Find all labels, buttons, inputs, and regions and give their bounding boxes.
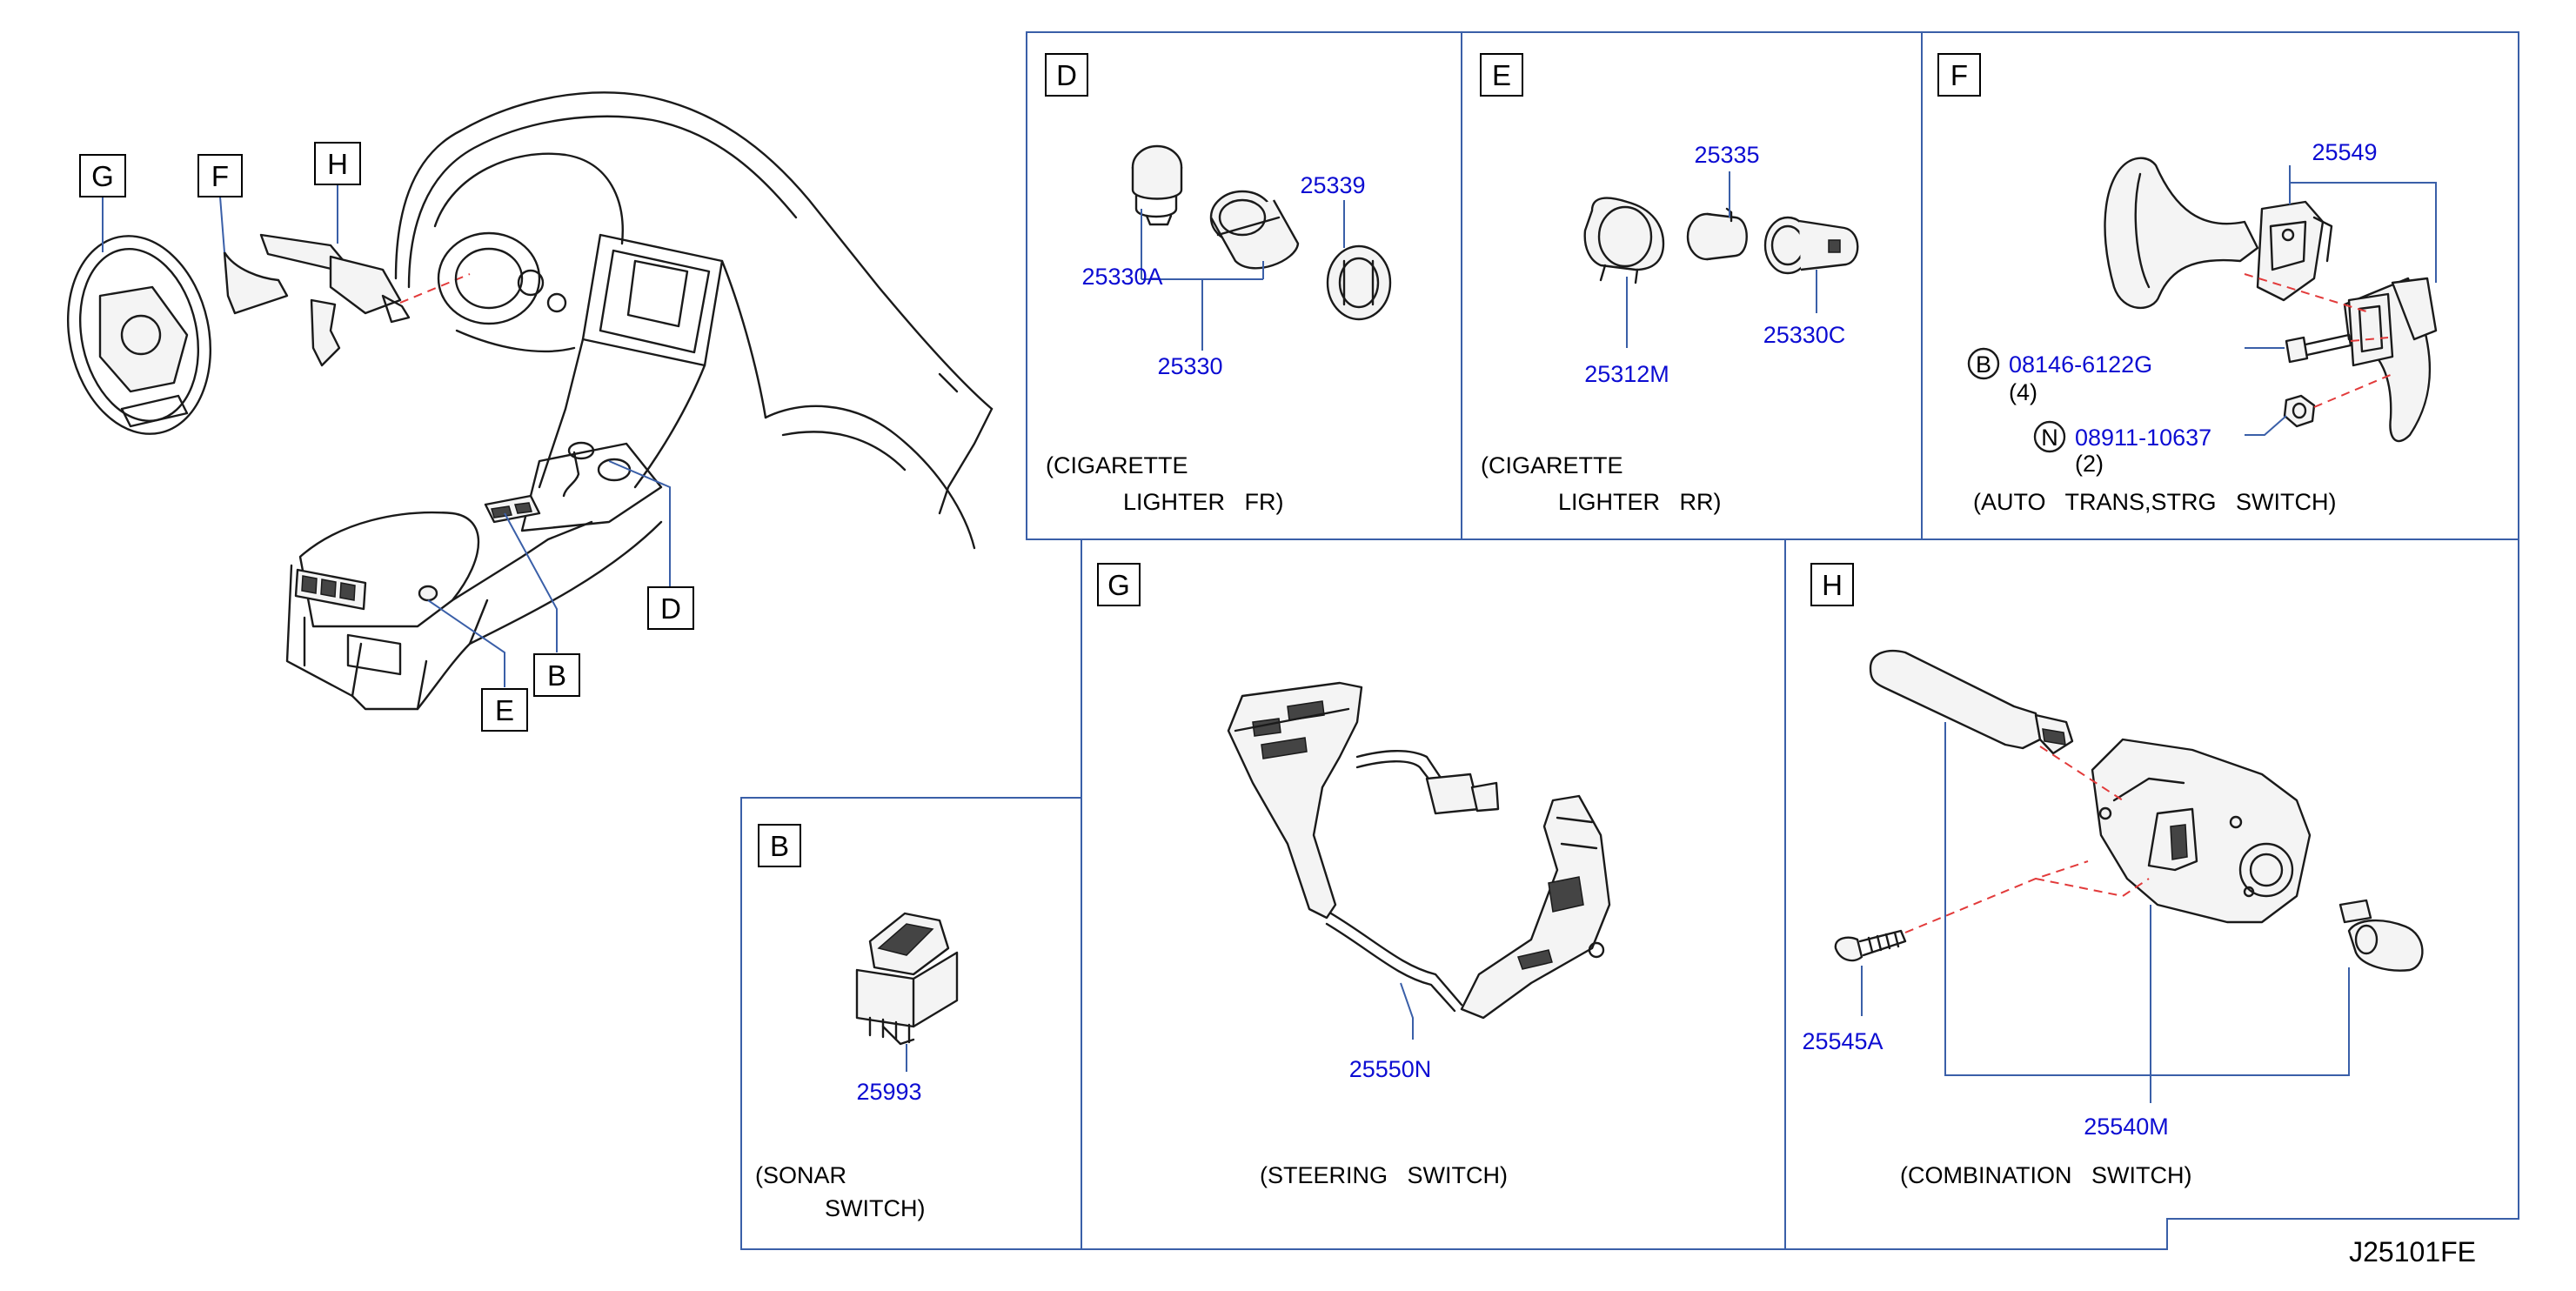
left-paddle-drawing	[2104, 157, 2259, 309]
nut-drawing	[2283, 394, 2316, 428]
callout-h-label: H	[327, 148, 348, 180]
part-25312m: 25312M	[1584, 361, 1669, 387]
lighter-ring-drawing	[1326, 244, 1392, 321]
part-08911-10637: 08911-10637	[2075, 425, 2211, 451]
panel-f-letter-box	[1937, 53, 1981, 97]
rear-lighter-housing-drawing	[1583, 197, 1665, 284]
panel-h-combination-switch: H	[1802, 563, 2424, 1188]
panel-g-letter: G	[1107, 569, 1130, 601]
panel-b-sonar-switch: B 25993 (SONAR SWITCH)	[755, 824, 959, 1221]
part-25540m: 25540M	[2084, 1114, 2169, 1140]
nut-symbol: N	[2041, 425, 2058, 451]
panel-b-letter: B	[770, 830, 789, 862]
lighter-knob-drawing	[1131, 144, 1183, 226]
panel-g-letter-box	[1097, 563, 1141, 606]
panel-e-letter: E	[1492, 59, 1511, 91]
panel-f-letter: F	[1950, 59, 1968, 91]
overview-callouts: G F H D B E	[79, 142, 694, 732]
callout-g-label: G	[91, 160, 114, 192]
panel-d-letter-box	[1045, 53, 1088, 97]
bolt-drawing	[2285, 333, 2352, 364]
callout-b-label: B	[547, 659, 566, 692]
steering-wheel-drawing	[66, 235, 212, 435]
panel-f-caption: (AUTO TRANS,STRG SWITCH)	[1973, 489, 2337, 515]
callout-g-box	[79, 154, 126, 197]
sonar-switch-drawing	[855, 912, 959, 1046]
part-25330: 25330	[1157, 353, 1222, 379]
part-25550n: 25550N	[1349, 1056, 1432, 1082]
diagram-code: J25101FE	[2349, 1236, 2476, 1268]
rear-lighter-knob-drawing	[1686, 207, 1748, 261]
panel-e-caption-line1: (CIGARETTE	[1481, 452, 1623, 478]
part-25339: 25339	[1300, 172, 1365, 198]
bolt-symbol-circle	[1967, 347, 2000, 380]
callout-f-box	[197, 154, 243, 197]
part-25335: 25335	[1694, 142, 1759, 168]
paddle-shifter-drawing	[223, 251, 289, 315]
panel-d-letter: D	[1056, 59, 1077, 91]
panel-b-caption-line2: SWITCH)	[825, 1195, 925, 1221]
panel-b-caption-line1: (SONAR	[755, 1162, 846, 1188]
paddle-switch-body-drawing	[2256, 200, 2333, 302]
callout-e-label: E	[495, 694, 514, 726]
combination-switch-small-drawing	[259, 233, 411, 367]
part-25330c: 25330C	[1763, 322, 1846, 348]
callout-d-box	[647, 586, 694, 630]
panel-h-caption: (COMBINATION SWITCH)	[1900, 1162, 2191, 1188]
part-08146-6122g: 08146-6122G	[2009, 351, 2152, 378]
panel-g-steering-switch: G 25550N (STEERING SWITCH)	[1097, 563, 1611, 1188]
panel-h-letter-box	[1810, 563, 1854, 606]
combination-switch-drawing	[1834, 649, 2424, 972]
part-25549: 25549	[2312, 139, 2377, 165]
bolt-qty: (4)	[2009, 379, 2037, 405]
callout-h-box	[314, 142, 361, 185]
panel-e-letter-box	[1480, 53, 1523, 97]
panel-frames	[740, 31, 2519, 1250]
rear-vent-drawing	[294, 568, 367, 611]
right-paddle-drawing	[2343, 277, 2438, 443]
panel-d-cigarette-lighter-fr: D 25339 25330A 25330 (CIGARETTE LIGHTER …	[1045, 53, 1392, 515]
panel-h-letter: H	[1822, 569, 1843, 601]
panel-b-letter-box	[758, 824, 801, 867]
panel-g-caption: (STEERING SWITCH)	[1260, 1162, 1508, 1188]
nut-symbol-circle	[2033, 420, 2066, 453]
panel-e-caption-line2: LIGHTER RR)	[1558, 489, 1722, 515]
bolt-symbol: B	[1976, 351, 1991, 378]
callout-f-label: F	[211, 160, 229, 192]
nut-qty: (2)	[2075, 451, 2104, 477]
lighter-socket-drawing	[1209, 190, 1300, 270]
part-25545a: 25545A	[1802, 1028, 1883, 1054]
dashboard-overview-illustration	[66, 91, 994, 711]
panel-d-caption-line2: LIGHTER FR)	[1123, 489, 1284, 515]
steering-switch-harness-drawing	[1227, 681, 1611, 1020]
part-25993: 25993	[856, 1079, 921, 1105]
panel-f-auto-trans-strg-switch: F	[1937, 53, 2438, 515]
callout-e-box	[481, 688, 528, 732]
callout-d-label: D	[660, 592, 681, 625]
part-25330a: 25330A	[1081, 264, 1162, 290]
callout-b-box	[533, 653, 580, 697]
panel-e-cigarette-lighter-rr: E 25335 25312M 25330C (CIGARETTE LIGHTER…	[1480, 53, 1859, 515]
rear-lighter-socket-drawing	[1763, 216, 1859, 275]
panel-d-caption-line1: (CIGARETTE	[1046, 452, 1188, 478]
